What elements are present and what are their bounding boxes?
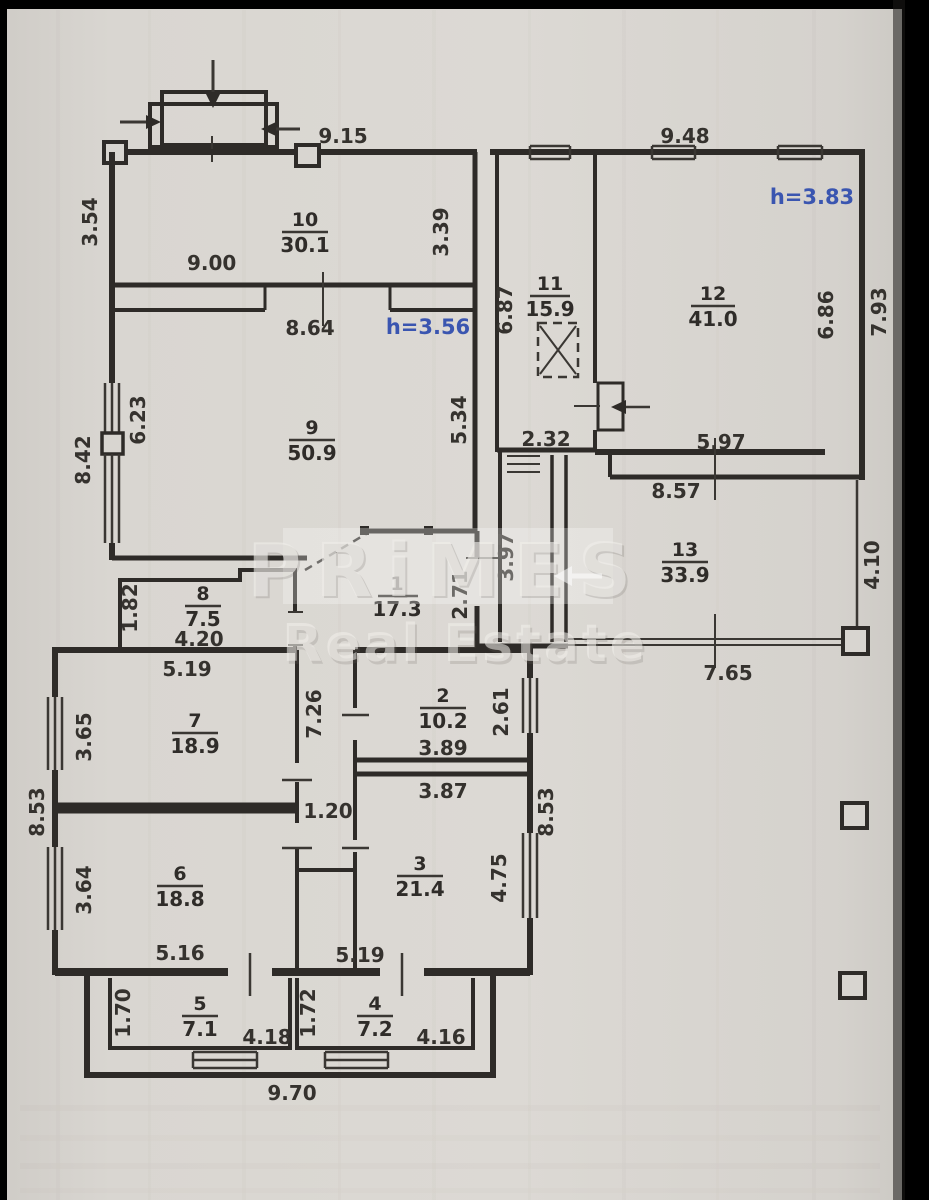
dim-bottom-width: 9.70 [267, 1081, 316, 1105]
dim-terrace-bottom: 7.65 [703, 661, 752, 685]
dim-room10-width: 9.00 [187, 251, 236, 275]
dimension-labels: 9.15 9.48 3.54 9.00 3.39 8.64 6.23 8.42 … [25, 124, 891, 1105]
room13-area: 33.9 [660, 563, 709, 587]
window-room6-left [46, 847, 64, 930]
room7-area: 18.9 [170, 734, 219, 758]
watermark: PRiMES PRiMES Real Estate Real Estate [247, 528, 650, 677]
room10-area: 30.1 [280, 233, 329, 257]
window-room7-left [46, 697, 64, 770]
dim-room8-left: 1.82 [118, 583, 142, 632]
room-labels: 10 30.1 11 15.9 12 41.0 9 50.9 13 33.9 8… [155, 209, 737, 1041]
window-room4-bottom [323, 1050, 390, 1070]
room11-number: 11 [537, 273, 563, 295]
window-room9-left-1 [103, 383, 121, 433]
room4-area: 7.2 [357, 1017, 392, 1041]
room8-number: 8 [196, 583, 209, 605]
dim-room6-bottom: 5.16 [155, 941, 204, 965]
watermark-brand: PRiMES [247, 528, 645, 614]
dim-room12-right: 6.86 [814, 290, 838, 339]
flue-shaft-symbol [536, 321, 580, 379]
window-room3-right [521, 833, 539, 918]
dim-left-mid: 8.42 [71, 435, 95, 484]
room10-number: 10 [292, 209, 318, 231]
room2-area: 10.2 [418, 709, 467, 733]
room1-number: 1 [390, 573, 403, 595]
dim-room8-width: 4.20 [174, 627, 223, 651]
window-room11-top [528, 144, 572, 161]
dim-room3-bottom: 5.19 [335, 943, 384, 967]
dim-hall-right: 2.71 [448, 570, 472, 619]
window-room9-left-2 [103, 454, 121, 543]
dim-room7-top: 5.19 [162, 657, 211, 681]
room6-number: 6 [173, 863, 186, 885]
dim-room10-right: 3.39 [429, 207, 453, 256]
dim-room6-left: 3.64 [72, 865, 96, 914]
dim-room5-left: 1.70 [111, 988, 135, 1037]
dim-room4-left: 1.72 [296, 988, 320, 1037]
dim-right-outer: 7.93 [867, 287, 891, 336]
dim-corridor-width: 1.20 [303, 799, 352, 823]
room3-area: 21.4 [395, 877, 444, 901]
dim-room12-bottom: 5.97 [696, 430, 745, 454]
room9-area: 50.9 [287, 441, 336, 465]
room5-number: 5 [193, 993, 206, 1015]
dim-vestibule-length: 3.97 [494, 532, 518, 581]
dim-room3-right: 4.75 [487, 853, 511, 902]
dim-corridor-length: 7.26 [302, 689, 326, 738]
room8-area: 7.5 [185, 607, 220, 631]
dim-room5-width: 4.18 [242, 1025, 291, 1049]
window-room2-right [521, 678, 539, 733]
room12-number: 12 [700, 283, 726, 305]
room3-number: 3 [413, 853, 426, 875]
ceiling-height-right-wing: h=3.83 [770, 185, 854, 209]
dim-room9-left: 6.23 [126, 395, 150, 444]
dim-room2-bottom: 3.89 [418, 736, 467, 760]
window-room12-top-2 [776, 144, 824, 161]
dim-room7-left: 3.65 [72, 712, 96, 761]
walls-outer [46, 60, 865, 1078]
dim-left-top: 3.54 [78, 197, 102, 246]
room9-number: 9 [305, 417, 318, 439]
boundary-post-2 [838, 971, 867, 1000]
walls-inner [55, 152, 870, 1070]
dim-top-left-width: 9.15 [318, 124, 367, 148]
dim-vestibule-width: 2.32 [521, 427, 570, 451]
room5-area: 7.1 [182, 1017, 217, 1041]
watermark-tagline-shadow: Real Estate [284, 617, 650, 677]
room1-area: 17.3 [372, 597, 421, 621]
room13-number: 13 [672, 539, 698, 561]
room11-area: 15.9 [525, 297, 574, 321]
dim-room4-width: 4.16 [416, 1025, 465, 1049]
dim-terrace-right: 4.10 [860, 540, 884, 589]
window-room12-top-1 [650, 144, 697, 161]
dim-room2-right: 2.61 [489, 687, 513, 736]
room2-number: 2 [436, 685, 449, 707]
watermark-logo-arrow-icon [554, 566, 602, 586]
dim-room3-top: 3.87 [418, 779, 467, 803]
scan-ghost-texture [56, 10, 816, 1200]
dim-right-lower: 8.53 [534, 787, 558, 836]
room6-area: 18.8 [155, 887, 204, 911]
dim-terrace-top: 8.57 [651, 479, 700, 503]
window-vestibule-top [507, 455, 540, 473]
boundary-post-1 [840, 801, 869, 830]
dim-top-right-width: 9.48 [660, 124, 709, 148]
dim-room9-width: 8.64 [285, 316, 334, 340]
room7-number: 7 [188, 710, 201, 732]
room12-area: 41.0 [688, 307, 737, 331]
dim-left-lower: 8.53 [25, 787, 49, 836]
window-room5-bottom [191, 1050, 259, 1070]
dim-room11-left: 6.87 [493, 285, 517, 334]
room4-number: 4 [368, 993, 381, 1015]
ceiling-height-left-wing: h=3.56 [386, 315, 470, 339]
watermark-tagline: Real Estate [282, 614, 648, 674]
dim-room9-right: 5.34 [447, 395, 471, 444]
